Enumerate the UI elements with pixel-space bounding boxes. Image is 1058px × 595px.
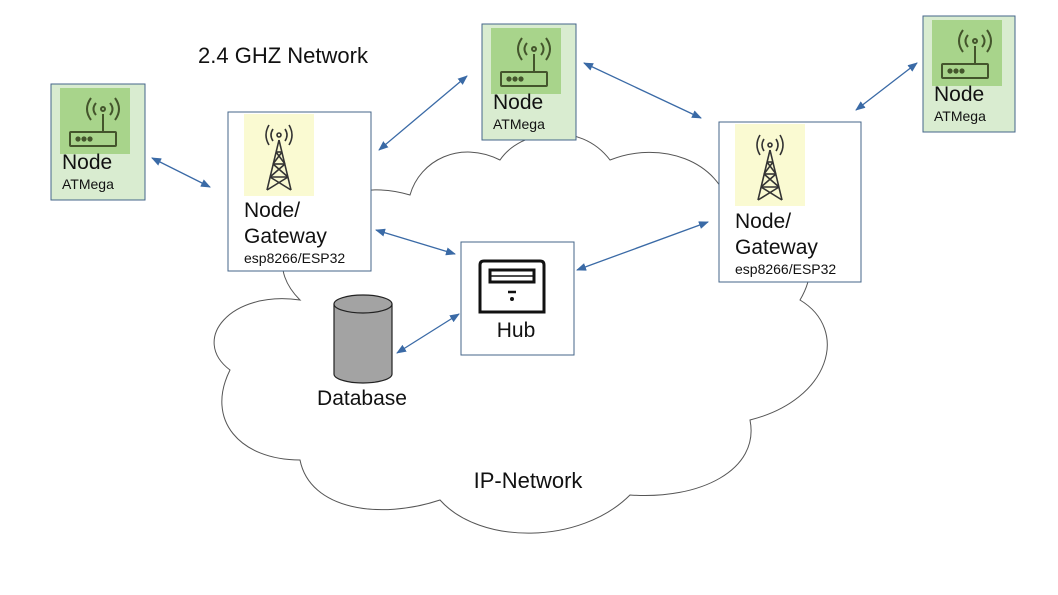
database-cylinder-icon: [333, 294, 393, 384]
connection-arrows: [151, 62, 918, 354]
gateway-subtitle: esp8266/ESP32: [735, 261, 836, 277]
arrow-node1-gateway1: [151, 157, 211, 188]
hub-device-icon: [478, 259, 546, 314]
router-icon: [941, 29, 992, 79]
node-title: Node: [62, 151, 112, 174]
node-subtitle: ATMega: [62, 176, 114, 192]
hub: Hub: [460, 241, 575, 356]
node-atmega-3: Node ATMega: [922, 15, 1016, 133]
gateway-title-line2: Gateway: [735, 236, 818, 259]
arrow-gateway1-hub: [375, 228, 456, 256]
hub-label: Hub: [497, 319, 536, 342]
arrow-node2-gateway2: [583, 62, 702, 119]
gateway-title-line2: Gateway: [244, 225, 327, 248]
arrow-gateway2-node3: [855, 62, 918, 111]
node-subtitle: ATMega: [934, 108, 986, 124]
arrow-gateway1-node2: [378, 75, 468, 151]
wifi-network-label: 2.4 GHZ Network: [198, 43, 369, 68]
radio-tower-icon: [756, 134, 784, 201]
router-icon: [500, 37, 551, 87]
node-icon-bg: [491, 28, 561, 94]
node-title: Node: [493, 91, 543, 114]
arrow-hub-gateway2: [576, 221, 709, 271]
node-atmega-2: Node ATMega: [481, 23, 577, 141]
node-icon-bg: [932, 20, 1002, 86]
router-icon: [69, 97, 120, 147]
database-label: Database: [317, 387, 407, 410]
radio-tower-icon: [265, 124, 293, 191]
node-title: Node: [934, 83, 984, 106]
node-icon-bg: [60, 88, 130, 154]
database: Database: [317, 294, 407, 410]
gateway-title-line1: Node/: [244, 199, 300, 222]
gateway-2: Node/ Gateway esp8266/ESP32: [718, 121, 862, 283]
node-subtitle: ATMega: [493, 116, 545, 132]
node-atmega-1: Node ATMega: [50, 83, 146, 201]
gateway-subtitle: esp8266/ESP32: [244, 250, 345, 266]
gateway-1: Node/ Gateway esp8266/ESP32: [227, 111, 372, 272]
ip-network-label: IP-Network: [474, 468, 584, 493]
gateway-title-line1: Node/: [735, 210, 791, 233]
arrow-database-hub: [396, 313, 460, 354]
